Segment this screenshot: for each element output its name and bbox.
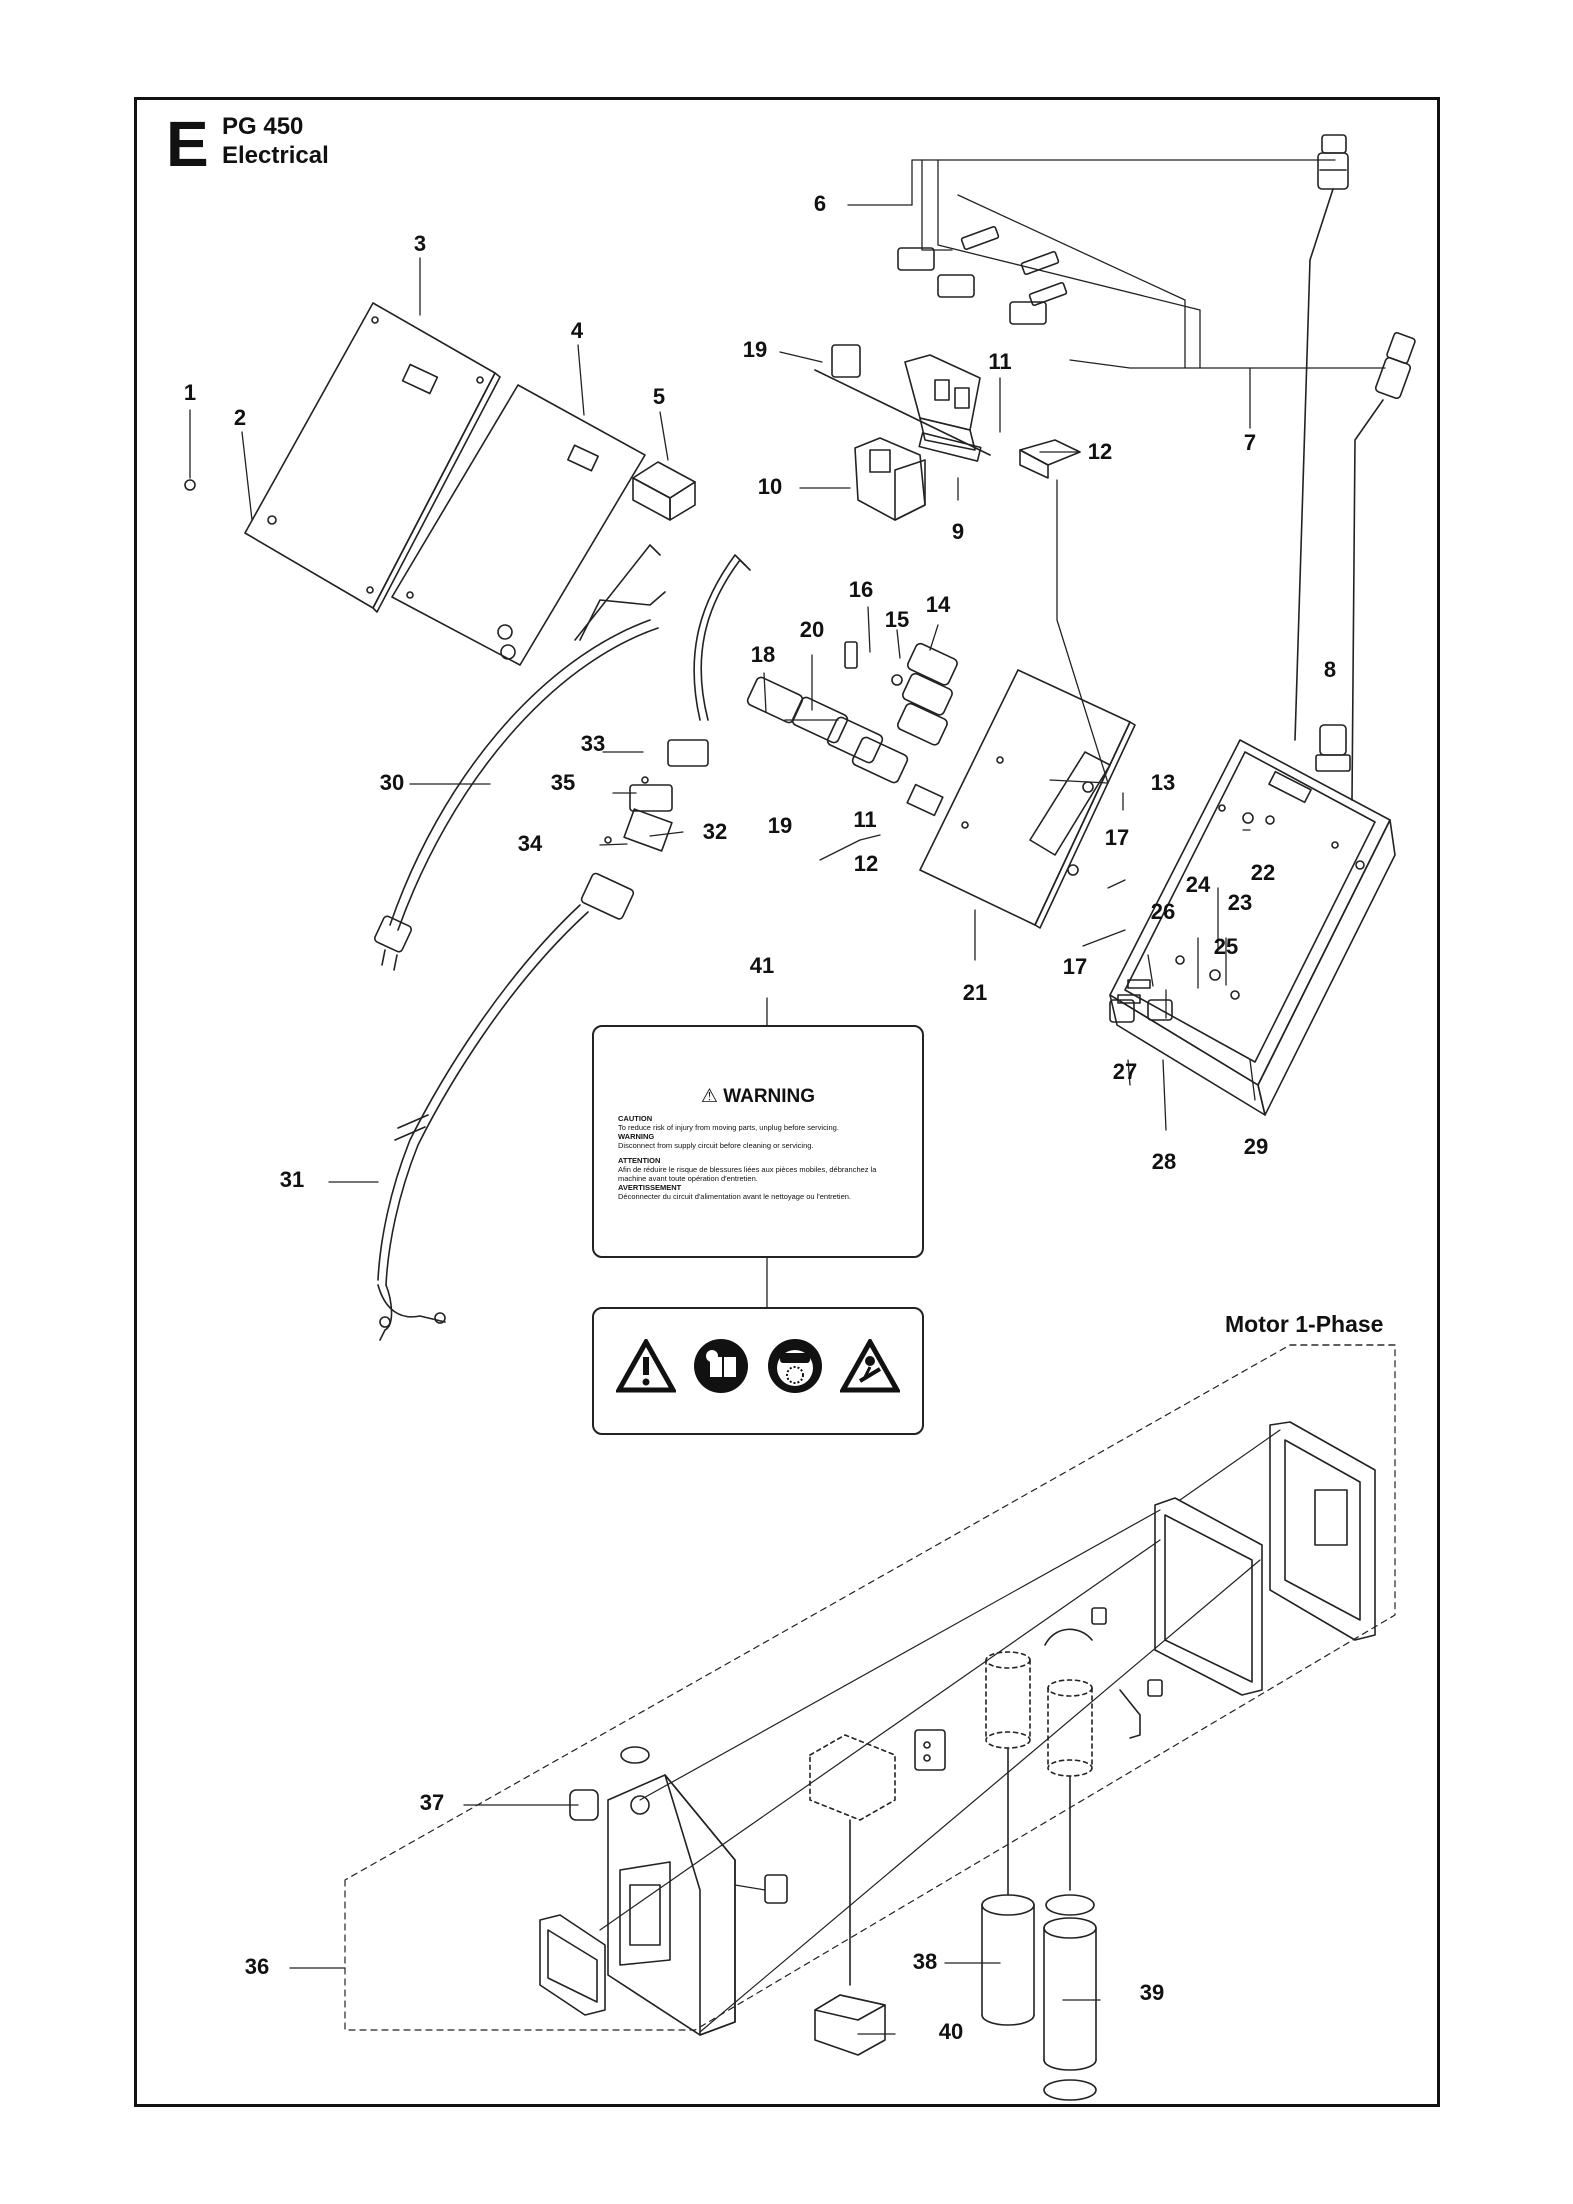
callout-19-lower: 19: [767, 813, 793, 838]
callout-4: 4: [570, 318, 584, 343]
pictogram-label: [592, 1307, 924, 1435]
callout-27: 27: [1112, 1059, 1138, 1084]
callout-6: 6: [813, 191, 827, 216]
small-switch: [764, 1874, 788, 1904]
moving-parts-hazard-icon: [840, 1339, 900, 1393]
cover-plate: [184, 302, 501, 613]
attention-text: Afin de réduire le risque de blessures l…: [618, 1165, 877, 1183]
callout-12-upper: 12: [1087, 439, 1113, 464]
callout-25: 25: [1213, 934, 1239, 959]
wire-terminals: [897, 225, 1068, 325]
callout-7: 7: [1243, 430, 1257, 455]
warning-text: Disconnect from supply circuit before cl…: [618, 1141, 814, 1150]
power-cord: [374, 544, 666, 971]
callout-37: 37: [419, 1790, 445, 1815]
callout-16: 16: [848, 577, 874, 602]
callout-10: 10: [757, 474, 783, 499]
section-letter: E: [166, 108, 209, 180]
callout-2: 2: [233, 405, 247, 430]
avertissement-title: AVERTISSEMENT: [618, 1183, 682, 1192]
mounting-plate: [906, 669, 1136, 929]
motor-group-title: Motor 1-Phase: [1225, 1311, 1384, 1337]
callout-19-upper: 19: [742, 337, 768, 362]
callout-33: 33: [580, 731, 606, 756]
protective-mask-icon: [768, 1339, 822, 1393]
callout-36: 36: [244, 1954, 270, 1979]
callout-35: 35: [550, 770, 576, 795]
caution-title: CAUTION: [618, 1114, 653, 1123]
callout-1: 1: [183, 380, 197, 405]
terminal-connector: [914, 1729, 946, 1771]
fuse-holder-box: [1315, 724, 1351, 772]
callout-14: 14: [925, 592, 951, 617]
model-name: PG 450: [222, 113, 304, 140]
warning-label: ⚠ WARNING CAUTION To reduce risk of inju…: [592, 1025, 924, 1258]
fuse-holder-right: [1351, 332, 1416, 801]
warning-heading: ⚠ WARNING: [700, 1086, 816, 1107]
callout-18: 18: [750, 642, 776, 667]
callout-40: 40: [938, 2019, 964, 2044]
cord-set: [377, 554, 751, 1341]
callout-17-lower: 17: [1062, 954, 1088, 979]
terminal-block-19: [814, 344, 991, 456]
callout-13: 13: [1150, 770, 1176, 795]
callout-29: 29: [1243, 1134, 1269, 1159]
cable-glands: [1109, 999, 1173, 1023]
callout-3: 3: [413, 231, 427, 256]
callout-39: 39: [1139, 1980, 1165, 2005]
capacitor-39: [1043, 1679, 1097, 2101]
motor-group-outline: [344, 1344, 1396, 2031]
capacitor-38: [981, 1651, 1035, 2026]
section-name: Electrical: [222, 142, 329, 169]
connector-block: [632, 461, 696, 521]
callout-11-lower: 11: [853, 807, 877, 832]
read-manual-icon: [694, 1339, 748, 1393]
callout-12-lower: 12: [853, 851, 879, 876]
callout-5: 5: [652, 384, 666, 409]
callout-31: 31: [279, 1167, 305, 1192]
callout-30: 30: [379, 770, 405, 795]
callout-15: 15: [884, 607, 910, 632]
callout-8: 8: [1323, 657, 1337, 682]
leader-lines: [189, 159, 1386, 2035]
callout-22: 22: [1250, 860, 1276, 885]
relay: [854, 437, 926, 521]
capacitor-box-cover: [1269, 1421, 1376, 1641]
callout-9: 9: [951, 519, 965, 544]
callout-24: 24: [1185, 872, 1211, 897]
gasket: [391, 384, 646, 666]
callout-26: 26: [1150, 899, 1176, 924]
avertissement-text: Déconnecter du circuit d'alimentation av…: [618, 1192, 852, 1201]
capacitor-clamps: [1044, 1607, 1163, 1739]
cable-gland-37: [569, 1789, 599, 1821]
callout-28: 28: [1151, 1149, 1177, 1174]
capacitor-40: [809, 1734, 896, 2056]
attention-title: ATTENTION: [618, 1156, 661, 1165]
contactor: [904, 354, 982, 462]
bracket-12: [1019, 439, 1081, 479]
callout-17-upper: 17: [1104, 825, 1130, 850]
warning-title: WARNING: [618, 1132, 655, 1141]
fuse-holder-top: [1294, 134, 1349, 741]
electrical-box: [1109, 739, 1396, 1116]
warning-triangle-icon: [616, 1339, 676, 1393]
callout-41: 41: [749, 953, 775, 978]
callout-32: 32: [702, 819, 728, 844]
callout-11-upper: 11: [988, 349, 1012, 374]
callout-21: 21: [962, 980, 988, 1005]
callout-38: 38: [912, 1949, 938, 1974]
callout-34: 34: [517, 831, 543, 856]
capacitor-box-seal: [539, 1914, 606, 2016]
callout-23: 23: [1227, 890, 1253, 915]
diagram-frame: [134, 97, 1440, 2107]
motor-group-leaders: [599, 1429, 1281, 2033]
caution-text: To reduce risk of injury from moving par…: [618, 1123, 839, 1132]
capacitor-box: [607, 1746, 736, 2036]
callout-20: 20: [799, 617, 825, 642]
capacitor-box-gasket: [1154, 1497, 1263, 1696]
terminal-blocks: [746, 641, 958, 784]
